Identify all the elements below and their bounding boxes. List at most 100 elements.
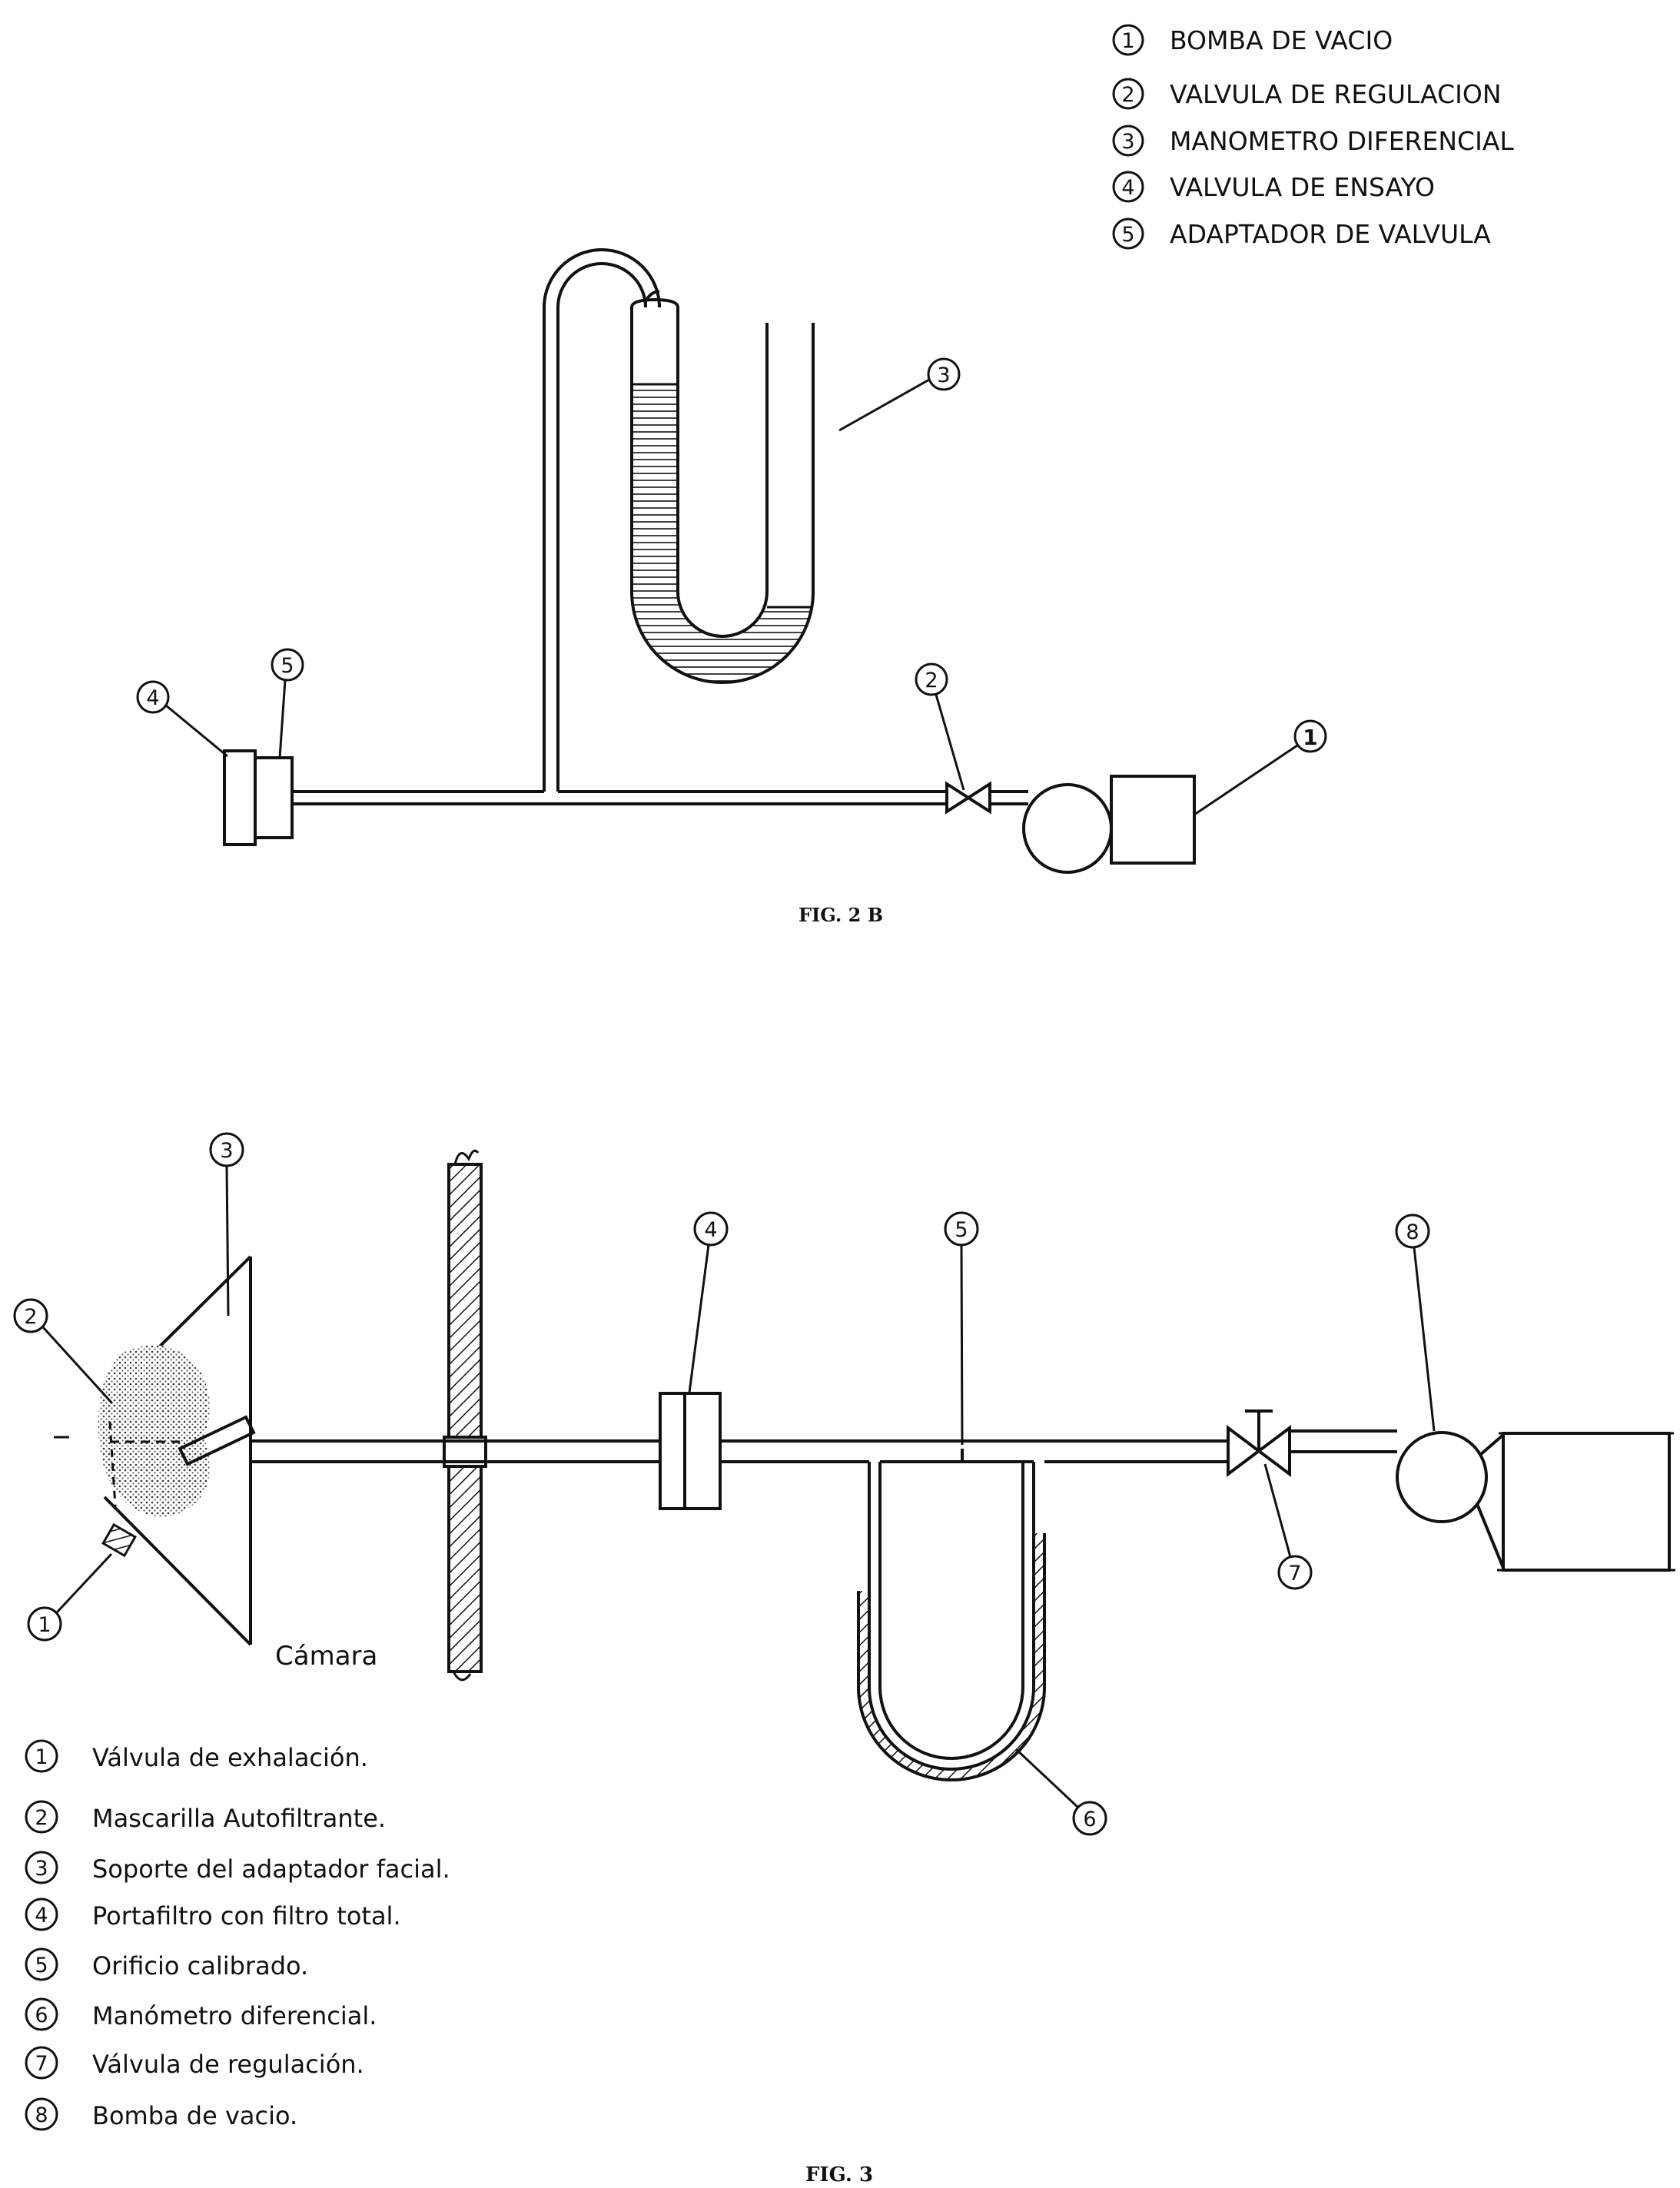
legend-number: 2 [1121, 83, 1134, 107]
figure-3: Cámara [13, 1132, 1675, 2186]
callout-number: 2 [925, 669, 938, 692]
manometer-top-cap [630, 297, 679, 308]
legend-text: Orificio calibrado. [92, 1951, 308, 1980]
riser-tube-joint [644, 290, 660, 303]
fig3-legend-item: 5 Orificio calibrado. [25, 1947, 308, 1981]
fig3-legend-item: 6 Manómetro diferencial. [25, 1997, 377, 2031]
callout-number: 7 [1288, 1562, 1301, 1585]
wall-section [447, 1163, 483, 1673]
callout-number: 4 [146, 686, 159, 710]
legend-text: Manómetro diferencial. [92, 2001, 377, 2030]
callout-number: 6 [1083, 1808, 1096, 1831]
manometer-outer-tube [630, 307, 815, 684]
fig3-wall [443, 1149, 487, 1682]
legend-text: Bomba de vacio. [92, 2101, 297, 2130]
callout-number: 3 [937, 364, 950, 387]
callout-number: 1 [1303, 725, 1317, 750]
legend-number: 4 [1121, 176, 1134, 200]
riser-tube-outer [543, 248, 661, 792]
legend-number: 6 [35, 2004, 48, 2027]
legend-text: ADAPTADOR DE VALVULA [1170, 219, 1491, 249]
fig2b-callout-1: 1 [1194, 719, 1327, 816]
fig2b-legend: 1 BOMBA DE VACIO 2 VALVULA DE REGULACION… [1112, 24, 1514, 250]
fig2b-legend-item: 3 MANOMETRO DIFERENCIAL [1112, 125, 1514, 157]
fig3-caption: FIG. 3 [805, 2163, 873, 2186]
fig3-callout-2: 2 [13, 1298, 114, 1405]
legend-number: 3 [1121, 130, 1134, 154]
legend-number-circle [1112, 78, 1144, 110]
legend-text: Válvula de exhalación. [92, 1743, 368, 1772]
fig3-main-pipe [251, 1429, 1397, 1463]
legend-number: 1 [35, 1745, 48, 1769]
fig2b-main-pipe [292, 790, 947, 805]
callout-number: 3 [220, 1139, 233, 1163]
legend-number: 5 [1121, 223, 1134, 247]
fig2b-callout-4: 4 [136, 680, 228, 758]
fig3-callout-8: 8 [1395, 1214, 1436, 1432]
legend-text: MANOMETRO DIFERENCIAL [1170, 126, 1514, 156]
fig3-legend-item: 4 Portafiltro con filtro total. [25, 1897, 401, 1931]
legend-number: 2 [35, 1806, 48, 1830]
legend-text: Portafiltro con filtro total. [92, 1901, 401, 1931]
mask-holder [178, 1415, 256, 1466]
legend-number: 4 [35, 1904, 48, 1927]
fig3-callout-6: 6 [1014, 1748, 1107, 1836]
manometer-outer-tube [868, 1462, 1035, 1771]
legend-text: VALVULA DE ENSAYO [1170, 172, 1435, 202]
riser-tube-inner [556, 262, 647, 792]
legend-number: 5 [35, 1954, 48, 1977]
fig2b-legend-item: 5 ADAPTADOR DE VALVULA [1112, 217, 1491, 250]
legend-number-circle [1112, 217, 1144, 250]
fig3-filter-holder [659, 1392, 722, 1510]
legend-text: Mascarilla Autofiltrante. [92, 1804, 386, 1833]
fig3-regulating-valve [1227, 1409, 1291, 1477]
fig2b-legend-item: 2 VALVULA DE REGULACION [1112, 78, 1502, 110]
callout-number: 8 [1406, 1220, 1419, 1244]
fig3-legend-item: 3 Soporte del adaptador facial. [25, 1851, 450, 1884]
fig2b-callout-3: 3 [838, 357, 961, 432]
legend-text: BOMBA DE VACIO [1170, 25, 1393, 55]
fig2b-legend-item: 1 BOMBA DE VACIO [1112, 24, 1393, 56]
legend-text: VALVULA DE REGULACION [1170, 79, 1502, 109]
exhalation-valve [101, 1522, 137, 1558]
chamber-label: Cámara [275, 1641, 377, 1672]
fig2b-test-valve [223, 749, 294, 846]
legend-number-circle [1112, 171, 1144, 203]
legend-text: Soporte del adaptador facial. [92, 1854, 450, 1884]
fig3-vacuum-pump [1396, 1431, 1675, 1572]
fig2b-legend-item: 4 VALVULA DE ENSAYO [1112, 171, 1435, 203]
fig2b-caption: FIG. 2 B [798, 904, 883, 926]
callout-number: 1 [38, 1613, 51, 1637]
mask-dotted-shape [98, 1345, 210, 1517]
fig3-callout-7: 7 [1263, 1463, 1313, 1590]
fig2b-connection-tube [543, 248, 661, 792]
legend-text: Válvula de regulación. [92, 2050, 364, 2079]
legend-number: 8 [35, 2103, 48, 2127]
fig3-legend-item: 8 Bomba de vacio. [25, 2097, 297, 2131]
fig3-chamber: Cámara [103, 1255, 377, 1672]
fig3-legend-item: 7 Válvula de regulación. [25, 2046, 364, 2080]
fig3-callout-3: 3 [209, 1132, 244, 1316]
fig3-face-mask [54, 1345, 256, 1558]
fig2b-manometer [630, 297, 815, 684]
legend-number-circle [1112, 125, 1144, 157]
callout-number: 5 [955, 1218, 968, 1242]
fig3-callout-1: 1 [27, 1552, 113, 1642]
legend-number: 3 [35, 1857, 48, 1881]
fig3-legend-item: 2 Mascarilla Autofiltrante. [25, 1800, 386, 1834]
legend-number: 1 [1121, 29, 1134, 53]
legend-number-circle [1112, 24, 1144, 56]
callout-number: 5 [281, 654, 294, 678]
fig3-legend: 1 Válvula de exhalación. 2 Mascarilla Au… [25, 1739, 450, 2131]
manometer-liquid [858, 1533, 1044, 1780]
fig3-callout-5: 5 [944, 1211, 979, 1446]
fig2b-callout-2: 2 [915, 662, 965, 791]
callout-number: 2 [24, 1305, 37, 1329]
fig2b-callout-5: 5 [271, 648, 304, 759]
manometer-inner-tube [878, 1462, 1024, 1760]
manometer-inner-tube [676, 307, 769, 638]
fig2b-vacuum-pump [1022, 775, 1196, 874]
fig3-callout-4: 4 [688, 1211, 729, 1393]
fig3-manometer [857, 1462, 1046, 1781]
